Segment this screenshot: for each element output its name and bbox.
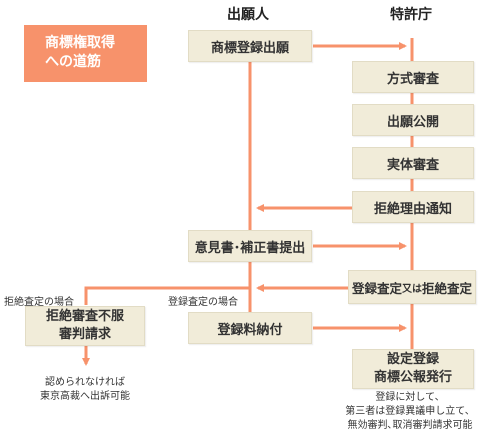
step-decision: 登録査定又は拒絶査定 [348, 270, 476, 304]
step-response: 意見書･補正書提出 [188, 230, 312, 262]
step-publication: 出願公開 [352, 104, 474, 136]
registration-line-1: 設定登録 [386, 352, 439, 367]
appeal-note-line-1: 認められなければ [45, 377, 125, 388]
column-header-applicant: 出願人 [227, 7, 269, 23]
registration-note: 登録に対して、 第三者は登録異議申し立て、 無効審判､取消審判請求可能 [335, 391, 485, 433]
label-registration-case: 登録査定の場合 [168, 297, 238, 308]
decision-registration: 登録査定 [351, 280, 402, 296]
title-line-2: への道筋 [45, 54, 101, 70]
column-header-office: 特許庁 [390, 7, 432, 23]
appeal-line-2: 審判請求 [58, 327, 111, 342]
appeal-note-line-2: 東京高裁へ出訴可能 [40, 391, 130, 402]
decision-or: 又は [402, 283, 422, 295]
step-registration: 設定登録 商標公報発行 [352, 349, 474, 389]
registration-note-line-2: 第三者は登録異議申し立て、 [345, 406, 475, 417]
appeal-line-1: 拒絶審査不服 [45, 309, 124, 324]
registration-line-2: 商標公報発行 [373, 370, 452, 385]
appeal-note: 認められなければ 東京高裁へ出訴可能 [20, 376, 150, 404]
step-refusal-notice: 拒絶理由通知 [352, 191, 474, 223]
step-fee-payment: 登録料納付 [188, 312, 312, 344]
registration-note-line-1: 登録に対して、 [375, 392, 445, 403]
step-substantive-exam: 実体審査 [352, 147, 474, 179]
step-appeal: 拒絶審査不服 審判請求 [25, 306, 145, 346]
label-refusal-case: 拒絶査定の場合 [4, 297, 74, 308]
step-formal-exam: 方式審査 [352, 61, 474, 93]
title-line-1: 商標権取得 [45, 35, 115, 51]
title-box: 商標権取得 への道筋 [24, 25, 147, 82]
decision-refusal: 拒絶査定 [422, 280, 473, 296]
registration-note-line-3: 無効審判､取消審判請求可能 [347, 420, 473, 431]
step-filing: 商標登録出願 [188, 30, 312, 62]
